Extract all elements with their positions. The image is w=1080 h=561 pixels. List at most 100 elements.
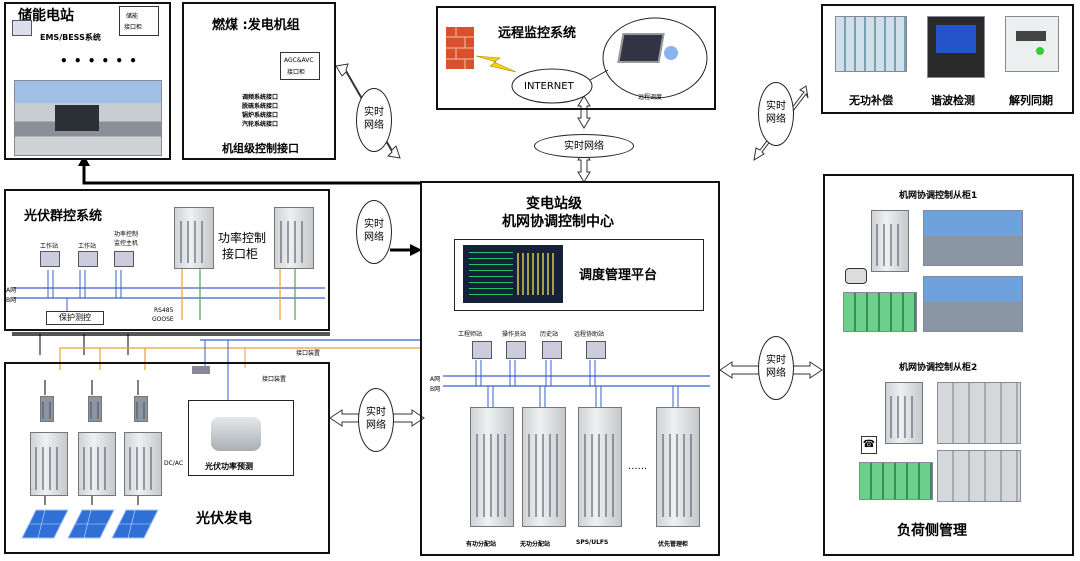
pv-iface-label-1: 接口装置 bbox=[296, 350, 321, 357]
coal-sub-3: 锅炉系统接口 bbox=[242, 112, 279, 119]
quality-label-2: 谐波检测 bbox=[931, 94, 975, 107]
quality-label-1: 无功补偿 bbox=[849, 94, 893, 107]
sub-panel-photo-1 bbox=[843, 292, 917, 332]
more-cabinets-dots: ...... bbox=[628, 461, 648, 472]
pv-generation-panel: DC/AC 光伏发电 光伏功率预测 接口装置 bbox=[4, 362, 330, 554]
realtime-network-ellipse: 实时网络 bbox=[534, 134, 634, 158]
center-station-1: 工程师站 bbox=[458, 331, 483, 338]
workstation-icon bbox=[542, 341, 562, 359]
industrial-site-photo-2 bbox=[923, 276, 1023, 332]
workstation-icon bbox=[114, 251, 134, 267]
storage-station-panel: 储能电站 EMS/BESS系统 储能 接口柜 • • • • • • bbox=[4, 2, 171, 160]
sub-panel-photo-2 bbox=[859, 462, 933, 500]
pv-net-a: A网 bbox=[6, 287, 17, 294]
coal-unit-panel: 燃煤 :发电机组 AGC&AVC 接口柜 调频系统接口 脱硫系统接口 锅炉系统接… bbox=[182, 2, 336, 160]
coal-sub-2: 脱硫系统接口 bbox=[242, 103, 279, 110]
coal-sub-1: 调频系统接口 bbox=[242, 94, 279, 101]
dcac-label: DC/AC bbox=[164, 460, 184, 467]
center-station-3: 历史站 bbox=[540, 331, 559, 338]
user-icon bbox=[664, 46, 678, 60]
workstation-icon bbox=[40, 251, 60, 267]
power-ctrl-label-2: 接口柜 bbox=[222, 247, 259, 261]
dispatch-platform-box: 调度管理平台 bbox=[454, 239, 704, 311]
load-side-panel: 机网协调控制从柜1 机网协调控制从柜2 ☎ 负荷侧管理 bbox=[823, 174, 1074, 556]
dispatch-platform-label: 调度管理平台 bbox=[579, 268, 658, 283]
realtime-network-ellipse: 实时网络 bbox=[758, 336, 794, 400]
power-control-cabinet-1 bbox=[174, 207, 214, 269]
pv-gen-title: 光伏发电 bbox=[196, 511, 252, 527]
cabinet-label-3: SPS/ULFS bbox=[576, 539, 609, 546]
switchgear-photo-1 bbox=[937, 382, 1021, 444]
switchgear-photo-2 bbox=[937, 450, 1021, 502]
storage-interface-box: 储能 接口柜 bbox=[119, 6, 159, 36]
inverter-cabinet-3 bbox=[124, 432, 162, 496]
center-net-b: B网 bbox=[430, 386, 441, 393]
priority-management-cabinet bbox=[656, 407, 700, 527]
remote-title: 远程监控系统 bbox=[498, 26, 577, 41]
coordination-center-panel: 变电站级 机网协调控制中心 调度管理平台 工程师站 操作员站 历史站 远程协助站… bbox=[420, 181, 720, 556]
pv-station-3-label-b: 监控主机 bbox=[114, 240, 139, 247]
storage-workstation-icon bbox=[12, 20, 32, 36]
center-net-a: A网 bbox=[430, 376, 441, 383]
load-title: 负荷侧管理 bbox=[897, 523, 967, 539]
inverter-ctrl-2 bbox=[88, 396, 102, 422]
center-station-4: 远程协助站 bbox=[574, 331, 605, 338]
realtime-network-ellipse: 实时网络 bbox=[356, 200, 392, 264]
load-sub-2: 机网协调控制从柜2 bbox=[899, 363, 978, 373]
workstation-icon bbox=[472, 341, 492, 359]
sps-ulfs-cabinet bbox=[578, 407, 622, 527]
quality-label-3: 解列同期 bbox=[1009, 94, 1053, 107]
storage-title: 储能电站 bbox=[18, 8, 74, 24]
inverter-ctrl-1 bbox=[40, 396, 54, 422]
agc-avc-box: AGC&AVC 接口柜 bbox=[280, 52, 320, 80]
active-power-cabinet bbox=[470, 407, 514, 527]
switch-device bbox=[192, 366, 210, 374]
pv-group-control-panel: 光伏群控系统 工作站 工作站 功率控制 监控主机 功率控制 接口柜 A网 B网 … bbox=[4, 189, 330, 331]
power-quality-panel: 无功补偿 谐波检测 解列同期 bbox=[821, 4, 1074, 114]
rs485-label: RS485 bbox=[154, 307, 174, 314]
industrial-site-photo-1 bbox=[923, 210, 1023, 266]
pv-net-b: B网 bbox=[6, 297, 17, 304]
center-title-2: 机网协调控制中心 bbox=[502, 214, 614, 230]
workstation-icon bbox=[78, 251, 98, 267]
inverter-cabinet-2 bbox=[78, 432, 116, 496]
weather-station-icon bbox=[211, 417, 261, 451]
router-icon bbox=[845, 268, 867, 284]
sub-cabinet-1 bbox=[871, 210, 909, 272]
pv-station-1-label: 工作站 bbox=[40, 243, 59, 250]
phone-icon: ☎ bbox=[861, 436, 877, 454]
load-sub-1: 机网协调控制从柜1 bbox=[899, 191, 978, 201]
cabinet-label-4: 优先管理柜 bbox=[658, 541, 689, 548]
laptop-icon bbox=[617, 33, 665, 63]
center-title-1: 变电站级 bbox=[526, 196, 582, 212]
remote-monitor-panel: 远程监控系统 INTERNET 远程调度 bbox=[436, 6, 716, 110]
storage-iface-line1: 储能 bbox=[126, 13, 139, 20]
realtime-network-ellipse: 实时网络 bbox=[758, 82, 794, 146]
sub-cabinet-2 bbox=[885, 382, 923, 444]
harmonic-monitor-photo bbox=[927, 16, 985, 78]
dispatch-screen bbox=[463, 245, 563, 303]
storage-container-photo bbox=[14, 80, 162, 156]
coal-title: 燃煤 :发电机组 bbox=[212, 18, 300, 33]
agc-avc-line2: 接口柜 bbox=[287, 69, 306, 76]
workstation-icon bbox=[586, 341, 606, 359]
remote-monitor-label: 远程调度 bbox=[638, 94, 663, 101]
center-station-2: 操作员站 bbox=[502, 331, 527, 338]
agc-avc-line1: AGC&AVC bbox=[284, 57, 314, 64]
pv-iface-label-2: 接口装置 bbox=[262, 376, 287, 383]
power-ctrl-label-1: 功率控制 bbox=[218, 231, 267, 245]
pv-forecast-label: 光伏功率预测 bbox=[205, 462, 253, 471]
sync-device-photo bbox=[1005, 16, 1059, 72]
cabinet-label-2: 无功分配站 bbox=[520, 541, 551, 548]
storage-iface-line2: 接口柜 bbox=[124, 24, 143, 31]
pv-forecast-box: 光伏功率预测 bbox=[188, 400, 294, 476]
inverter-cabinet-1 bbox=[30, 432, 68, 496]
pv-station-2-label: 工作站 bbox=[78, 243, 97, 250]
coal-sub-4: 汽轮系统接口 bbox=[242, 121, 279, 128]
internet-label: INTERNET bbox=[524, 81, 574, 92]
inverter-ctrl-3 bbox=[134, 396, 148, 422]
pv-group-title: 光伏群控系统 bbox=[24, 209, 103, 224]
coal-footer: 机组级控制接口 bbox=[222, 142, 299, 155]
reactive-compensation-photo bbox=[835, 16, 907, 72]
realtime-network-ellipse: 实时网络 bbox=[358, 388, 394, 452]
